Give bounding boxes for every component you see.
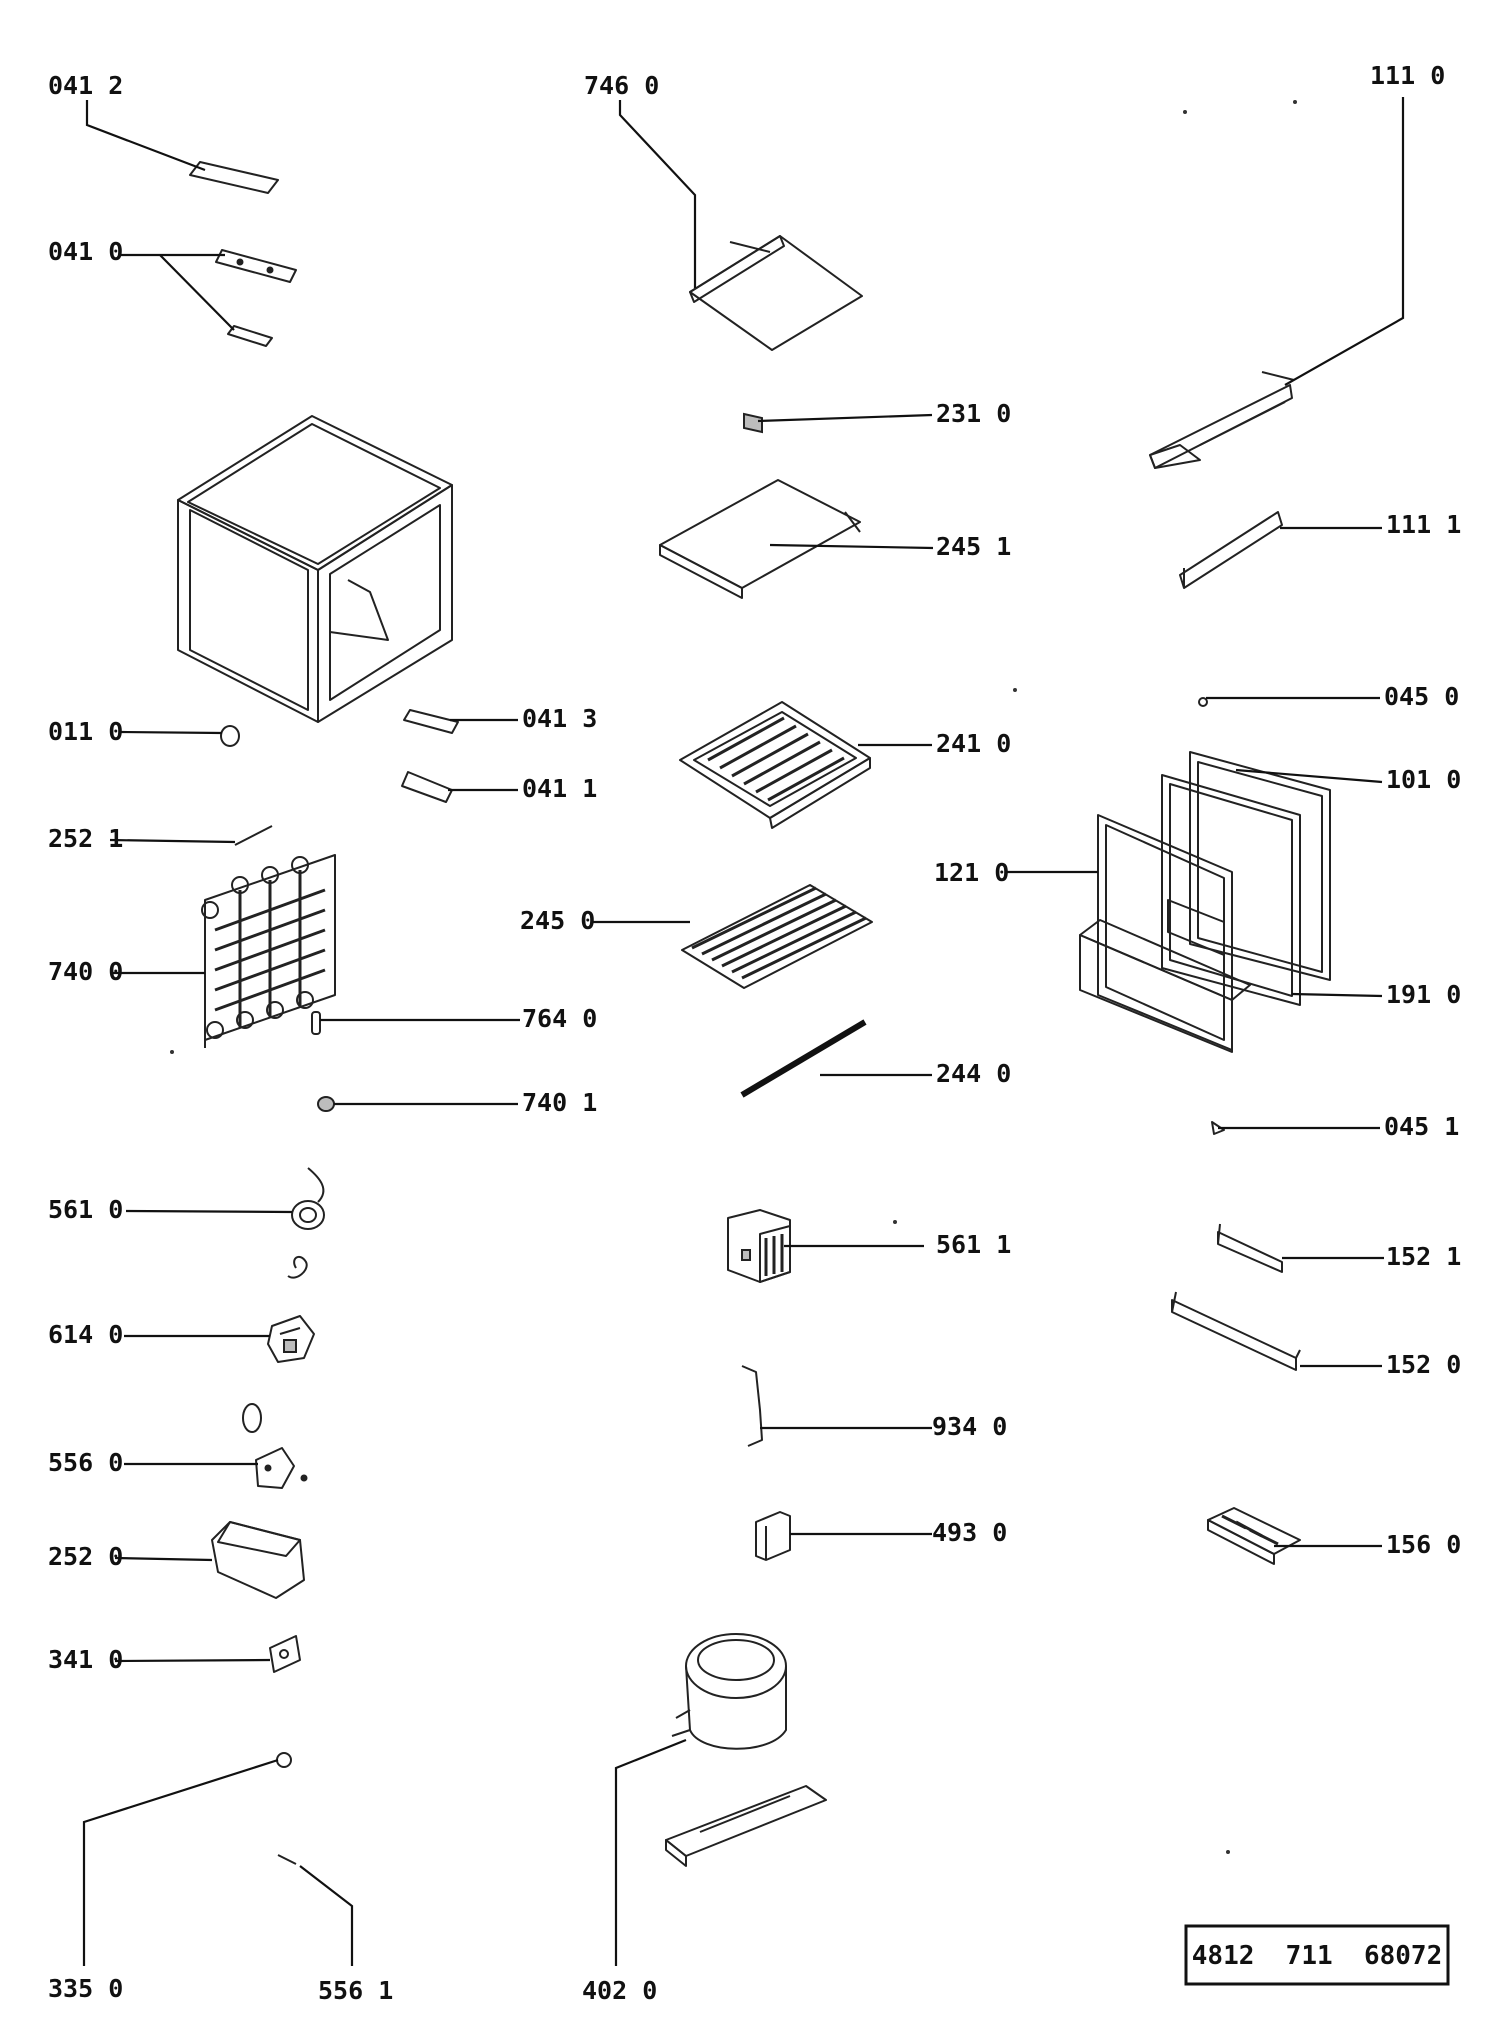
- label-011-0: 011 0: [48, 717, 123, 746]
- label-111-1: 111 1: [1386, 510, 1461, 539]
- part-152-1: [1217, 1223, 1283, 1273]
- label-152-1: 152 1: [1386, 1242, 1461, 1271]
- part-561-0: [287, 1167, 325, 1279]
- label-245-0: 245 0: [520, 906, 595, 935]
- part-152-0: [1171, 1291, 1301, 1371]
- part-121-0: [1079, 814, 1251, 1053]
- label-740-0: 740 0: [48, 957, 123, 986]
- part-041-2: [189, 161, 279, 194]
- label-231-0: 231 0: [936, 399, 1011, 428]
- part-740-1: [317, 1096, 335, 1112]
- part-245-0: [681, 884, 873, 989]
- label-746-0: 746 0: [584, 71, 659, 100]
- part-011-0: [220, 725, 240, 747]
- part-111-1: [1179, 511, 1283, 589]
- label-614-0: 614 0: [48, 1320, 123, 1349]
- label-241-0: 241 0: [936, 729, 1011, 758]
- part-244-0: [740, 1019, 867, 1098]
- label-152-0: 152 0: [1386, 1350, 1461, 1379]
- label-934-0: 934 0: [932, 1412, 1007, 1441]
- part-335-0: [276, 1752, 292, 1768]
- label-341-0: 341 0: [48, 1645, 123, 1674]
- document-code: 4812 711 68072: [1192, 1941, 1442, 1971]
- part-556-0: [242, 1403, 308, 1489]
- part-041-0: [215, 249, 297, 347]
- label-101-0: 101 0: [1386, 765, 1461, 794]
- label-252-0: 252 0: [48, 1542, 123, 1571]
- part-934-0: [741, 1365, 763, 1447]
- label-252-1: 252 1: [48, 824, 123, 853]
- label-556-1: 556 1: [318, 1976, 393, 2005]
- label-335-0: 335 0: [48, 1974, 123, 2003]
- label-191-0: 191 0: [1386, 980, 1461, 1009]
- part-101-0: [1161, 751, 1331, 1006]
- label-245-1: 245 1: [936, 532, 1011, 561]
- label-740-1: 740 1: [522, 1088, 597, 1117]
- label-493-0: 493 0: [932, 1518, 1007, 1547]
- part-746-0: [689, 235, 863, 351]
- label-561-1: 561 1: [936, 1230, 1011, 1259]
- label-764-0: 764 0: [522, 1004, 597, 1033]
- label-041-2: 041 2: [48, 71, 123, 100]
- label-041-1: 041 1: [522, 774, 597, 803]
- label-045-1: 045 1: [1384, 1112, 1459, 1141]
- label-561-0: 561 0: [48, 1195, 123, 1224]
- label-041-3: 041 3: [522, 704, 597, 733]
- part-labels: 041 2 746 0 111 0 041 0 231 0 245 1 111 …: [48, 61, 1461, 2005]
- part-045-0: [1198, 697, 1208, 707]
- label-045-0: 045 0: [1384, 682, 1459, 711]
- label-244-0: 244 0: [936, 1059, 1011, 1088]
- label-402-0: 402 0: [582, 1976, 657, 2005]
- label-121-0: 121 0: [934, 858, 1009, 887]
- part-561-1: [727, 1209, 791, 1283]
- label-041-0: 041 0: [48, 237, 123, 266]
- document-code-box: 4812 711 68072: [1184, 1924, 1450, 1986]
- part-252-0: [211, 1521, 305, 1599]
- part-045-1: [1211, 1121, 1225, 1135]
- part-cabinet-body: [177, 415, 453, 723]
- part-041-3: [403, 709, 459, 734]
- part-241-0: [679, 701, 871, 829]
- leader-lines: [82, 97, 1405, 1966]
- part-252-1: [234, 825, 273, 846]
- part-111-0: [1149, 371, 1295, 469]
- part-041-1: [401, 771, 453, 803]
- part-402-0: [665, 1633, 827, 1867]
- part-740-0: [201, 854, 336, 1048]
- label-556-0: 556 0: [48, 1448, 123, 1477]
- label-111-0: 111 0: [1370, 61, 1445, 90]
- part-341-0: [269, 1635, 301, 1673]
- scan-specks: [170, 100, 1297, 1854]
- part-156-0: [1207, 1507, 1301, 1565]
- part-231-0: [743, 412, 763, 434]
- part-764-0: [311, 1011, 321, 1035]
- part-614-0: [267, 1315, 315, 1363]
- part-556-1: [277, 1854, 297, 1865]
- label-156-0: 156 0: [1386, 1530, 1461, 1559]
- part-245-1: [659, 479, 861, 599]
- part-493-0: [755, 1511, 791, 1561]
